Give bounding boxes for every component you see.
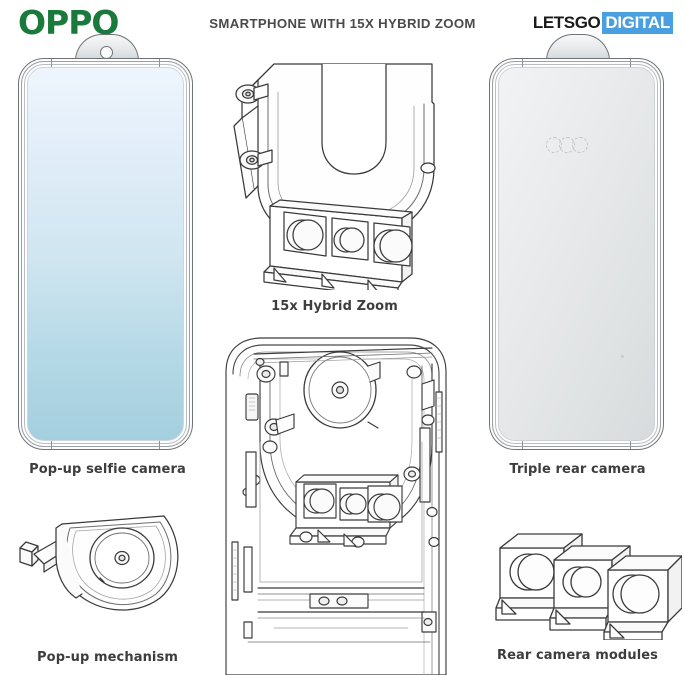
frame-antenna-line-bottom-left [51, 441, 52, 449]
frame-antenna-line-top-left [51, 59, 52, 67]
frame-antenna-line-rear-top-left [522, 59, 523, 67]
figure-15x-hybrid-zoom [233, 63, 436, 290]
phone-frame-inner [24, 64, 187, 444]
phone-frame-middle [21, 61, 190, 447]
caption-rear-camera-modules: Rear camera modules [496, 648, 659, 663]
phone-frame-middle-rear [492, 61, 661, 447]
sheet-header: OPPO SMARTPHONE WITH 15X HYBRID ZOOM LET… [0, 0, 685, 46]
frame-antenna-line-top-right [159, 59, 160, 67]
figure-pop-up-mechanism [19, 515, 179, 611]
caption-15x-hybrid-zoom: 15x Hybrid Zoom [271, 299, 398, 314]
figure-internal-frame-assembly [225, 337, 447, 675]
letsgo-digital-watermark: LETSGO DIGITAL [533, 12, 673, 34]
figure-rear-camera-modules [495, 533, 682, 640]
frame-antenna-line-bottom-right [159, 441, 160, 449]
sheet-title: SMARTPHONE WITH 15X HYBRID ZOOM [209, 16, 476, 31]
pop-up-camera-dome-rear [546, 34, 610, 61]
phone-frame-inner-rear [495, 64, 658, 444]
phone-back-panel [498, 67, 655, 441]
frame-antenna-line-rear-top-right [630, 59, 631, 67]
figure-pop-up-selfie-camera [18, 34, 193, 450]
figure-triple-rear-camera [489, 34, 664, 450]
watermark-digital: DIGITAL [602, 12, 673, 34]
caption-pop-up-mechanism: Pop-up mechanism [37, 650, 178, 665]
frame-antenna-line-rear-bottom-right [630, 441, 631, 449]
caption-pop-up-selfie-camera: Pop-up selfie camera [29, 462, 186, 477]
frame-antenna-line-rear-bottom-left [522, 441, 523, 449]
rear-lens-3-icon [572, 137, 588, 153]
rear-camera-lens-cluster-icon [546, 137, 588, 153]
panel-speck-mark [621, 355, 624, 358]
caption-triple-rear-camera: Triple rear camera [509, 462, 646, 477]
watermark-letsgo: LETSGO [532, 13, 601, 32]
phone-display-screen [27, 67, 184, 441]
